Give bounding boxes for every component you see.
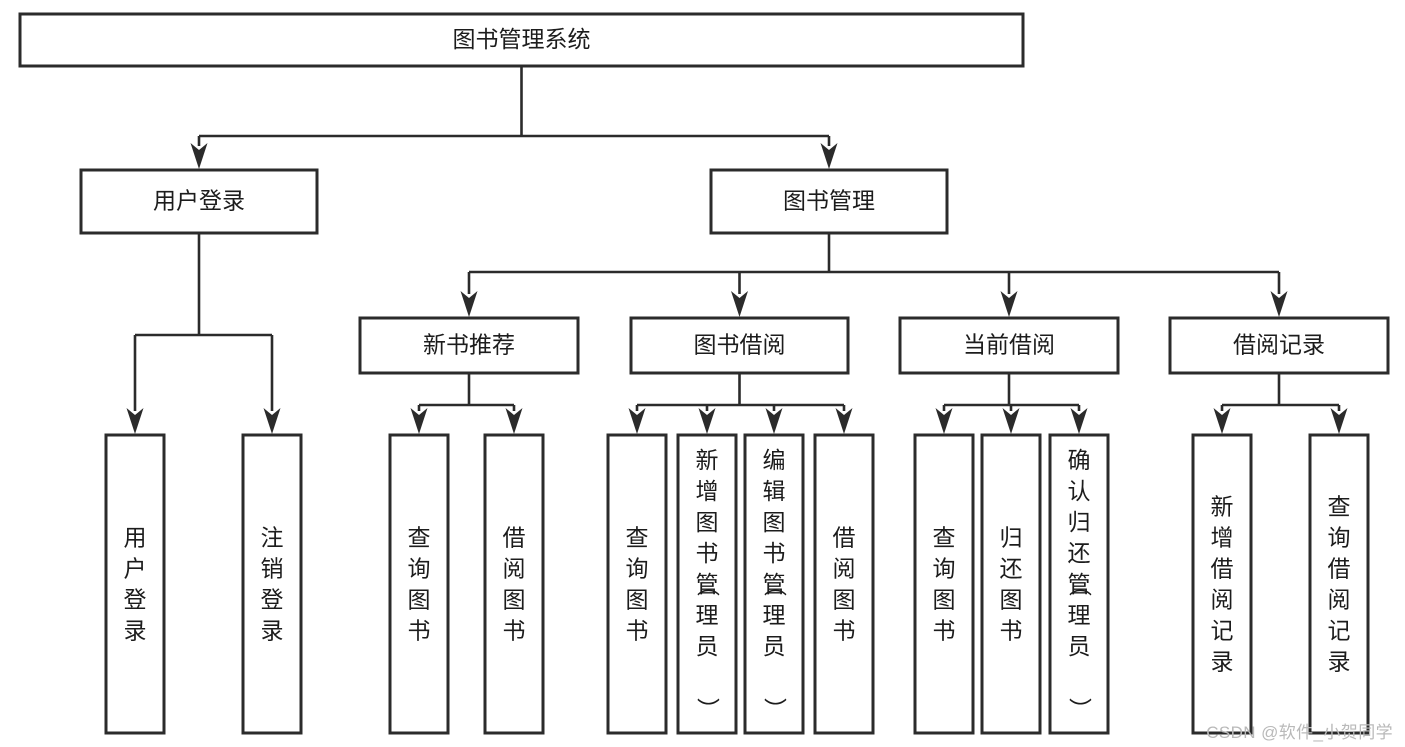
node-label-leaf-query-book-3: 查询图书 — [933, 525, 956, 644]
node-current-borrow[interactable]: 当前借阅 — [898, 316, 1120, 375]
node-label-leaf-add-book: 新增图书管理员 — [696, 447, 719, 659]
node-box-leaf-query-borrow-record[interactable] — [1308, 433, 1370, 735]
node-leaf-return-book[interactable]: 归还图书 — [980, 433, 1042, 735]
node-box-leaf-borrow-book-1[interactable] — [483, 433, 545, 735]
node-borrow-record[interactable]: 借阅记录 — [1168, 316, 1390, 375]
node-box-leaf-return-book[interactable] — [980, 433, 1042, 735]
node-label-leaf-query-borrow-record: 查询借阅记录 — [1328, 494, 1351, 675]
node-layer: 图书管理系统用户登录图书管理新书推荐图书借阅当前借阅借阅记录用户登录注销登录查询… — [18, 12, 1390, 735]
node-label-borrow-record: 借阅记录 — [1233, 332, 1325, 358]
node-box-leaf-query-book-1[interactable] — [388, 433, 450, 735]
node-label-book-borrow: 图书借阅 — [694, 332, 786, 358]
node-label-leaf-edit-book: 编辑图书管理员 — [763, 447, 786, 659]
node-leaf-add-book[interactable]: 新增图书管理员（ ） — [676, 433, 738, 735]
node-box-leaf-logout[interactable] — [241, 433, 303, 735]
node-label-new-book-recommend: 新书推荐 — [423, 332, 515, 358]
node-label-book-manage: 图书管理 — [783, 188, 875, 214]
node-label-bracket: ） — [695, 698, 721, 721]
node-leaf-user-login[interactable]: 用户登录 — [104, 433, 166, 735]
node-box-leaf-edit-book[interactable] — [743, 433, 805, 735]
node-label-root: 图书管理系统 — [453, 26, 591, 52]
node-leaf-query-borrow-record[interactable]: 查询借阅记录 — [1308, 433, 1370, 735]
node-box-book-manage[interactable] — [709, 168, 949, 235]
node-label-leaf-query-book-1: 查询图书 — [408, 525, 431, 644]
node-label-leaf-query-book-2: 查询图书 — [626, 525, 649, 644]
connector-group — [410, 373, 523, 434]
node-label-bracket: （ — [1067, 574, 1093, 597]
connector-group — [628, 373, 853, 434]
node-leaf-confirm-return[interactable]: 确认归还管理员（ ） — [1048, 433, 1110, 735]
node-label-bracket: （ — [695, 574, 721, 597]
node-leaf-query-book-2[interactable]: 查询图书 — [606, 433, 668, 735]
node-label-leaf-borrow-book-2: 借阅图书 — [833, 525, 856, 644]
connector-layer — [126, 66, 1348, 434]
node-label-leaf-logout: 注销登录 — [261, 525, 284, 644]
node-label-leaf-return-book: 归还图书 — [1000, 525, 1023, 644]
node-leaf-query-book-1[interactable]: 查询图书 — [388, 433, 450, 735]
node-label-bracket: ） — [1067, 698, 1093, 721]
connector-group — [935, 373, 1088, 434]
node-leaf-borrow-book-1[interactable]: 借阅图书 — [483, 433, 545, 735]
node-label-current-borrow: 当前借阅 — [963, 332, 1055, 358]
node-box-leaf-query-book-2[interactable] — [606, 433, 668, 735]
node-box-user-login[interactable] — [79, 168, 319, 235]
node-box-leaf-user-login[interactable] — [104, 433, 166, 735]
node-label-leaf-borrow-book-1: 借阅图书 — [503, 525, 526, 644]
node-box-leaf-add-borrow-record[interactable] — [1191, 433, 1253, 735]
node-label-leaf-add-borrow-record: 新增借阅记录 — [1211, 494, 1234, 675]
node-box-book-borrow[interactable] — [629, 316, 850, 375]
node-box-leaf-borrow-book-2[interactable] — [813, 433, 875, 735]
node-box-leaf-confirm-return[interactable] — [1048, 433, 1110, 735]
node-box-root[interactable] — [18, 12, 1025, 68]
node-leaf-logout[interactable]: 注销登录 — [241, 433, 303, 735]
connector-group — [460, 233, 1288, 317]
node-box-new-book-recommend[interactable] — [358, 316, 580, 375]
node-new-book-recommend[interactable]: 新书推荐 — [358, 316, 580, 375]
node-label-bracket: ） — [762, 698, 788, 721]
connector-group — [126, 233, 281, 434]
node-leaf-add-borrow-record[interactable]: 新增借阅记录 — [1191, 433, 1253, 735]
node-label-leaf-confirm-return: 确认归还管理员 — [1068, 447, 1091, 659]
node-leaf-query-book-3[interactable]: 查询图书 — [913, 433, 975, 735]
csdn-watermark: CSDN @软件_小贺同学 — [1206, 723, 1393, 742]
node-user-login[interactable]: 用户登录 — [79, 168, 319, 235]
node-leaf-borrow-book-2[interactable]: 借阅图书 — [813, 433, 875, 735]
node-label-user-login: 用户登录 — [153, 188, 245, 214]
node-root[interactable]: 图书管理系统 — [18, 12, 1025, 68]
node-box-borrow-record[interactable] — [1168, 316, 1390, 375]
node-box-leaf-add-book[interactable] — [676, 433, 738, 735]
node-leaf-edit-book[interactable]: 编辑图书管理员（ ） — [743, 433, 805, 735]
node-box-leaf-query-book-3[interactable] — [913, 433, 975, 735]
node-book-borrow[interactable]: 图书借阅 — [629, 316, 850, 375]
node-label-bracket: （ — [762, 574, 788, 597]
connector-group — [1213, 373, 1348, 434]
node-book-manage[interactable]: 图书管理 — [709, 168, 949, 235]
connector-group — [190, 66, 838, 169]
node-box-current-borrow[interactable] — [898, 316, 1120, 375]
node-label-leaf-user-login: 用户登录 — [124, 525, 147, 644]
